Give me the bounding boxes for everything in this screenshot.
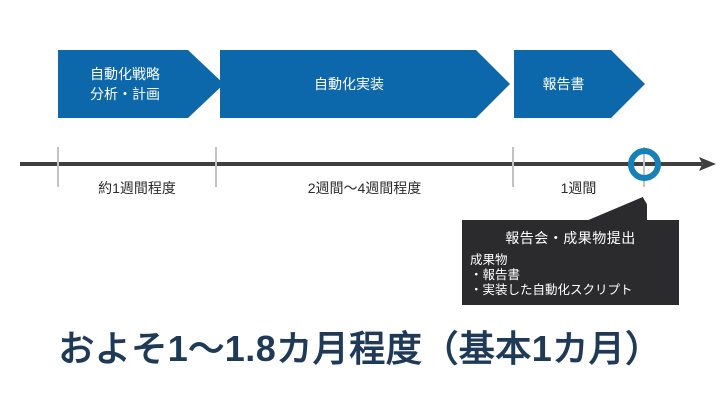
- phase-label-line: 自動化戦略: [90, 66, 160, 82]
- callout-tail: [586, 197, 647, 221]
- phase-arrow-report: 報告書: [514, 50, 645, 118]
- total-duration-headline: およそ1〜1.8カ月程度（基本1カ月）: [58, 328, 662, 369]
- duration-label: 2週間〜4週間程度: [307, 180, 422, 196]
- timeline-tick: [215, 147, 217, 187]
- phase-label: 報告書: [542, 76, 585, 92]
- callout-title: 報告会・成果物提出: [505, 230, 636, 246]
- phase-arrow-strategy: 自動化戦略 分析・計画: [58, 50, 224, 118]
- deliverable-item: ・実装した自動化スクリプト: [470, 283, 633, 297]
- deliverable-item: ・報告書: [470, 268, 521, 282]
- duration-label: 約1週間程度: [98, 180, 176, 196]
- duration-label: 1週間: [560, 180, 597, 196]
- timeline-tick: [512, 147, 514, 187]
- timeline-tick: [57, 147, 59, 187]
- timeline-axis: [20, 162, 702, 166]
- milestone-callout: 報告会・成果物提出 成果物 ・報告書 ・実装した自動化スクリプト: [462, 220, 679, 305]
- phase-label: 自動化実装: [314, 76, 384, 92]
- callout-body: 成果物 ・報告書 ・実装した自動化スクリプト: [470, 253, 671, 298]
- phase-arrow-implementation: 自動化実装: [220, 50, 510, 118]
- phase-label-line: 分析・計画: [90, 86, 160, 102]
- phase-label: 自動化戦略 分析・計画: [90, 64, 192, 104]
- deliverables-heading: 成果物: [470, 253, 508, 267]
- target-ring-icon: [628, 148, 661, 181]
